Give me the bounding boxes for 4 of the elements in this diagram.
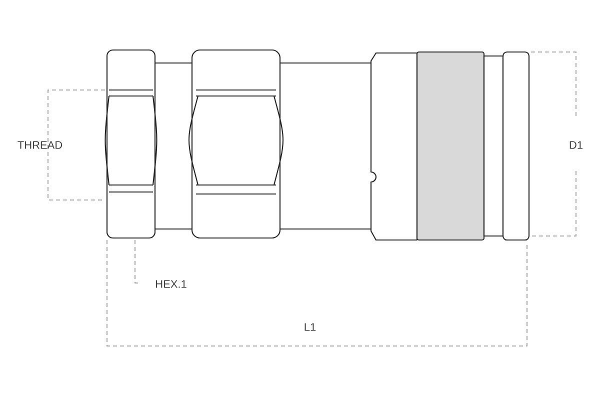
dimension-label: HEX.1: [156, 280, 186, 288]
dimension-label: THREAD: [18, 141, 62, 149]
dimension-label: D1: [570, 141, 582, 149]
dimension-label: L1: [304, 323, 316, 331]
